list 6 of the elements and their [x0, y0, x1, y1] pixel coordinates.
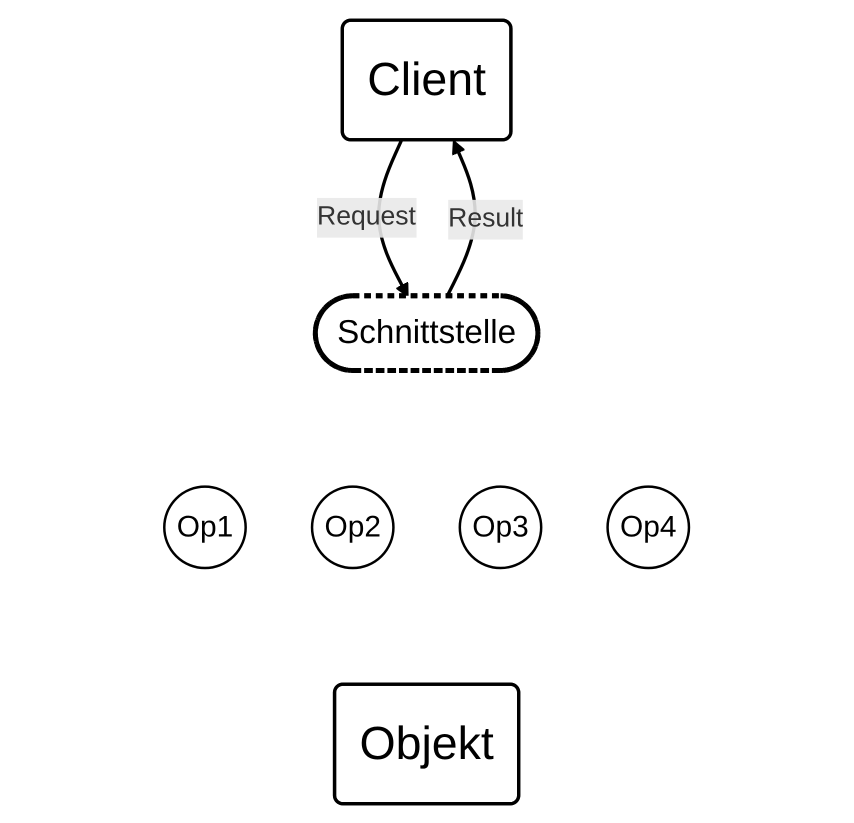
node-circle: Op3	[458, 484, 543, 569]
node-circle: Op4	[606, 484, 691, 569]
edge-label: Result	[448, 204, 524, 232]
node-circle: Op2	[311, 484, 396, 569]
node-circle: Op1	[163, 484, 248, 569]
edge-label: Request	[317, 202, 416, 231]
